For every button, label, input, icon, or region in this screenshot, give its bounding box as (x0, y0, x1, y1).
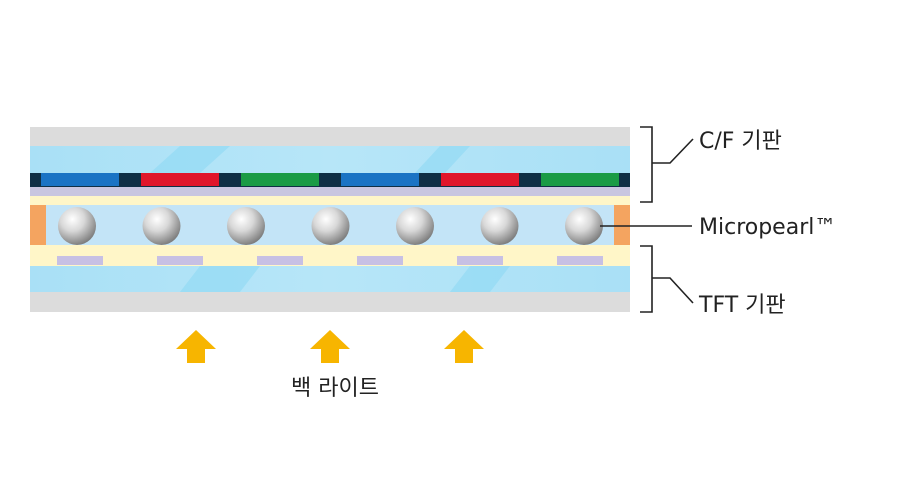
tft-glass-highlight (180, 266, 260, 292)
tft-pad (257, 256, 303, 265)
color-filter-blue (341, 173, 419, 186)
micropearl (311, 207, 350, 245)
tft-outer-glass (30, 292, 630, 312)
tft-pad (557, 256, 603, 265)
micropearl-row (58, 207, 603, 245)
annotation-lines (600, 126, 694, 313)
tft-bracket (640, 245, 653, 313)
sealant-left (30, 205, 46, 245)
lc-cell (30, 205, 630, 245)
micropearl-label: Micropearl™ (699, 215, 836, 240)
tft-alignment-layer (30, 245, 630, 266)
micropearl (58, 207, 96, 245)
backlight-arrows (176, 330, 484, 363)
black-matrix (30, 173, 630, 187)
micropearl (565, 207, 603, 245)
backlight-label: 백 라이트 (291, 376, 379, 401)
cf-glass-highlight (415, 146, 470, 173)
cf-alignment-layer (30, 196, 630, 205)
cf-substrate (30, 127, 630, 205)
cf-glass-highlight (150, 146, 230, 173)
cf-leader-line (652, 138, 694, 164)
color-filter-row (41, 173, 619, 186)
tft-leader-line (652, 277, 694, 304)
micropearl (227, 207, 265, 245)
micropearl (396, 207, 434, 245)
tft-pad-row (57, 256, 603, 265)
color-filter-green (541, 173, 619, 186)
color-filter-blue (41, 173, 119, 186)
sealant-right (614, 205, 630, 245)
cf-glass (30, 146, 630, 173)
tft-glass-highlight (450, 266, 510, 292)
overcoat-layer (30, 187, 630, 196)
cf-substrate-label: C/F 기판 (699, 129, 782, 154)
color-filter-red (141, 173, 219, 186)
backlight-arrow-icon (444, 330, 484, 363)
backlight-arrow-icon (310, 330, 350, 363)
tft-pad (157, 256, 203, 265)
tft-glass (30, 266, 630, 292)
tft-pad (57, 256, 103, 265)
micropearl (142, 207, 181, 245)
cf-bracket (640, 126, 653, 203)
tft-substrate-label: TFT 기판 (698, 293, 786, 318)
tft-substrate (30, 245, 630, 312)
cf-outer-glass (30, 127, 630, 146)
tft-pad (357, 256, 403, 265)
tft-pad (457, 256, 503, 265)
color-filter-green (241, 173, 319, 186)
micropearl (480, 207, 519, 245)
backlight-arrow-icon (176, 330, 216, 363)
color-filter-red (441, 173, 519, 186)
